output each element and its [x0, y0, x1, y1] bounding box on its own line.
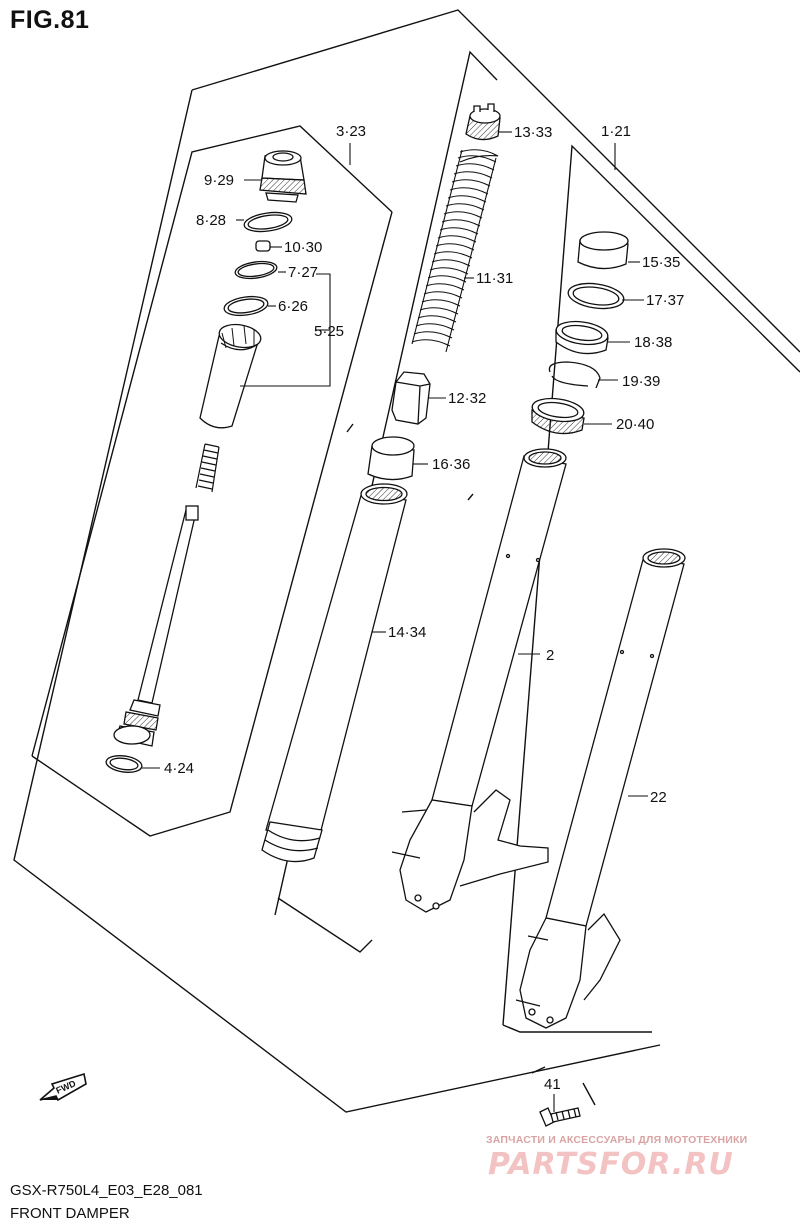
leader-lines [142, 131, 648, 1112]
part-5-cylinder [199, 323, 262, 429]
callout-22: 22 [650, 789, 667, 806]
callout-4-24: 4·24 [164, 760, 194, 777]
callout-10-30: 10·30 [284, 239, 322, 256]
callout-8-28: 8·28 [196, 212, 226, 229]
part-15-bushing [577, 231, 629, 270]
model-code: GSX-R750L4_E03_E28_081 [10, 1182, 203, 1199]
callout-41: 41 [544, 1076, 561, 1093]
callout-12-32: 12·32 [448, 390, 486, 407]
callout-14-34: 14·34 [388, 624, 426, 641]
watermark-tagline: ЗАПЧАСТИ И АКСЕССУАРЫ ДЛЯ МОТОТЕХНИКИ [486, 1134, 748, 1146]
callout-18-38: 18·38 [634, 334, 672, 351]
callout-1-21: 1·21 [601, 123, 631, 140]
seal-stack [531, 231, 629, 435]
part-14-inner-tube [261, 483, 408, 863]
callout-13-33: 13·33 [514, 124, 552, 141]
damper-cartridge [105, 150, 307, 773]
callout-19-39: 19·39 [622, 373, 660, 390]
callout-17-37: 17·37 [646, 292, 684, 309]
callout-3-23: 3·23 [336, 123, 366, 140]
part-17-washer [567, 282, 625, 310]
part-13-spring-seat [465, 103, 501, 141]
callout-11-31: 11·31 [476, 270, 513, 287]
part-20-dust-seal [531, 397, 585, 435]
part-12-hex-spacer [391, 371, 431, 425]
callout-15-35: 15·35 [642, 254, 680, 271]
part-18-oil-seal [555, 320, 609, 355]
watermark-brand: PARTSFOR.RU [488, 1147, 734, 1182]
figure-title: FIG.81 [10, 6, 90, 34]
callout-7-27: 7·27 [288, 264, 318, 281]
callout-16-36: 16·36 [432, 456, 470, 473]
part-41-bolt [539, 1107, 581, 1127]
frame-damper-unit [31, 125, 393, 757]
callout-labels: 3·23 1·21 9·29 8·28 10·30 7·27 6·26 5·25… [164, 123, 684, 1093]
part-19-stopper-ring [548, 361, 601, 389]
frame-outer [191, 9, 800, 353]
callout-5-25: 5·25 [314, 323, 344, 340]
callout-2: 2 [546, 647, 554, 664]
fork-internals [261, 103, 501, 863]
callout-9-29: 9·29 [204, 172, 234, 189]
part-small-spring [195, 443, 220, 493]
part-10-nut [255, 240, 271, 252]
callout-6-26: 6·26 [278, 298, 308, 315]
section-name: FRONT DAMPER [10, 1205, 130, 1222]
frame-right-tube [502, 144, 800, 1026]
part-16-bushing [367, 436, 415, 481]
part-9-cap-bolt [259, 150, 307, 203]
outer-tubes [391, 448, 686, 1127]
part-2-outer-tube [391, 448, 567, 913]
part-damper-rod [113, 505, 199, 747]
callout-20-40: 20·40 [616, 416, 654, 433]
fwd-arrow-icon: FWD [39, 1072, 87, 1102]
part-22-outer-tube [515, 548, 686, 1029]
part-11-main-spring [411, 149, 499, 353]
